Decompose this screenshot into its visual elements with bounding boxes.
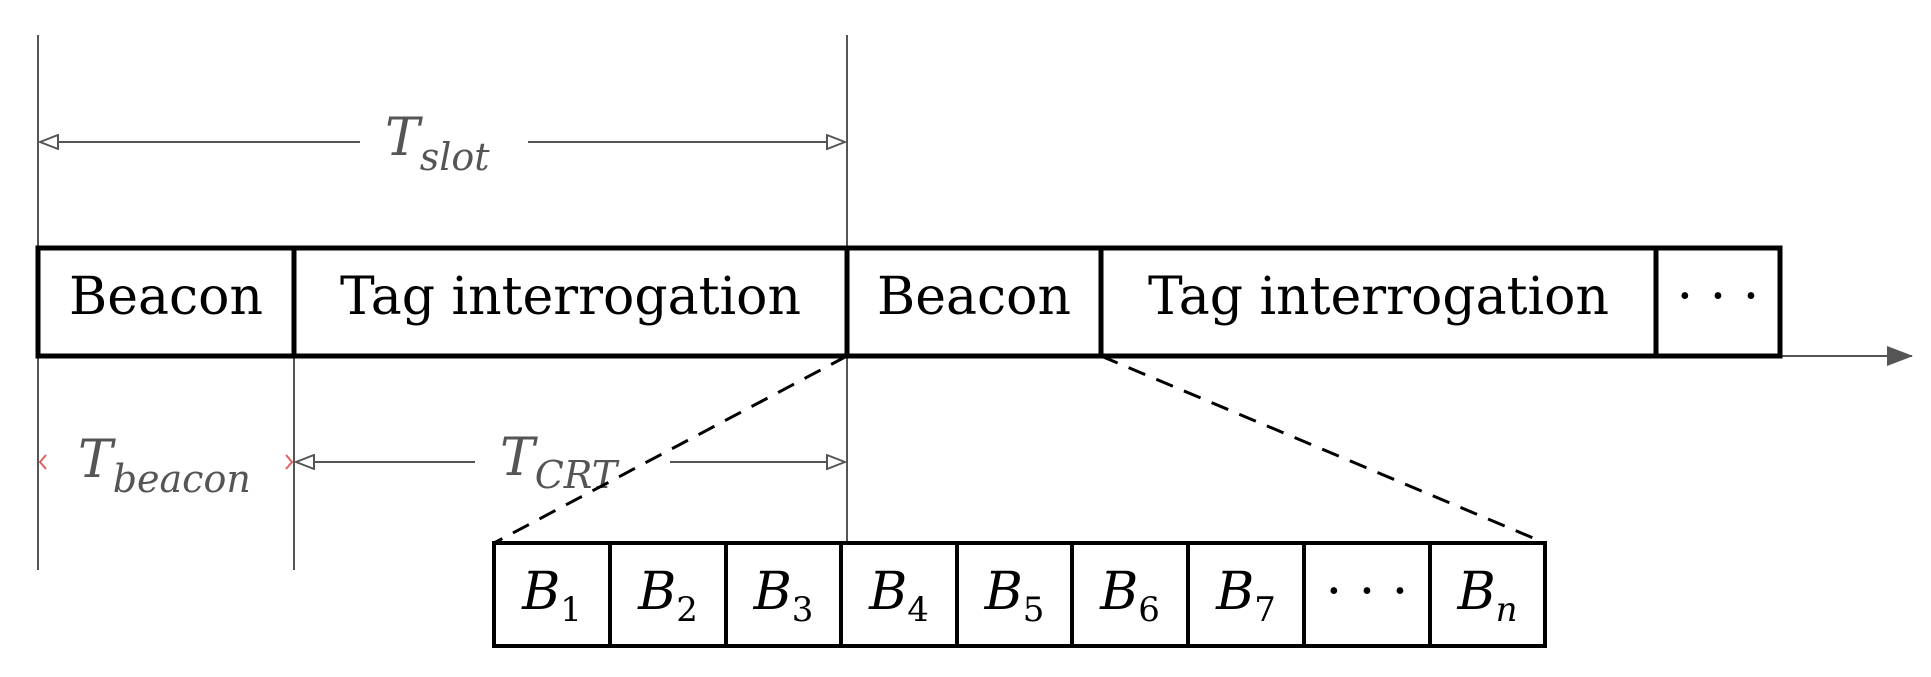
subslot-label: B6 — [1099, 562, 1160, 630]
subslot-5: B5 — [955, 541, 1074, 648]
subslot-box — [492, 541, 612, 648]
t-slot-label: Tslot — [385, 108, 490, 179]
beacon-slot-1: Beacon — [35, 245, 297, 359]
zoom-line-left — [493, 354, 848, 545]
subslot-label: B5 — [984, 562, 1045, 630]
slot-label: Beacon — [877, 267, 1071, 327]
subslot-box — [724, 541, 843, 648]
subslot-box — [1302, 541, 1432, 648]
beacon-slot-3: Beacon — [844, 245, 1104, 359]
subslot-label: B4 — [868, 562, 929, 630]
subslot-label: B1 — [521, 562, 582, 630]
subslot-label: B2 — [637, 562, 698, 630]
frame-bar: Beacon Tag interrogation Beacon Tag interro… — [35, 245, 1783, 359]
slot-label: · · · — [1677, 267, 1760, 327]
t-beacon-arrow-tip-left — [38, 454, 47, 470]
subslot-1: B1 — [492, 541, 612, 648]
subslot-box — [608, 541, 728, 648]
subslot-2: B2 — [608, 541, 728, 648]
tag-interrogation-slot-2: Tag interrogation — [291, 245, 850, 359]
slot-label: Beacon — [69, 267, 263, 327]
subslot-7: B7 — [1186, 541, 1306, 648]
t-beacon-label: Tbeacon — [78, 430, 251, 501]
subslot-6: B6 — [1070, 541, 1190, 648]
subslot-box — [955, 541, 1074, 648]
subslot-4: B4 — [839, 541, 959, 648]
subslot-label: B3 — [753, 562, 814, 630]
subslot-ellipsis: · · · — [1302, 541, 1432, 648]
subslot-bar: B1 B2 B3 B4 B5 B6 B7 · · · Bn — [492, 541, 1547, 648]
zoom-line-right — [1100, 354, 1546, 545]
subslot-box — [1186, 541, 1306, 648]
subslot-box — [1428, 541, 1547, 648]
tag-interrogation-slot-4: Tag interrogation — [1098, 245, 1659, 359]
subslot-label: · · · — [1326, 562, 1409, 622]
subslot-3: B3 — [724, 541, 843, 648]
t-crt-label: TCRT — [500, 428, 620, 497]
subslot-label: Bn — [1456, 562, 1517, 630]
slot-label: Tag interrogation — [1148, 267, 1609, 327]
subslot-n: Bn — [1428, 541, 1547, 648]
slot-box — [1653, 245, 1783, 359]
ellipsis-slot-5: · · · — [1653, 245, 1783, 359]
subslot-box — [839, 541, 959, 648]
t-beacon-arrow-tip-right — [285, 454, 294, 470]
subslot-label: B7 — [1215, 562, 1276, 630]
slot-label: Tag interrogation — [340, 267, 801, 327]
